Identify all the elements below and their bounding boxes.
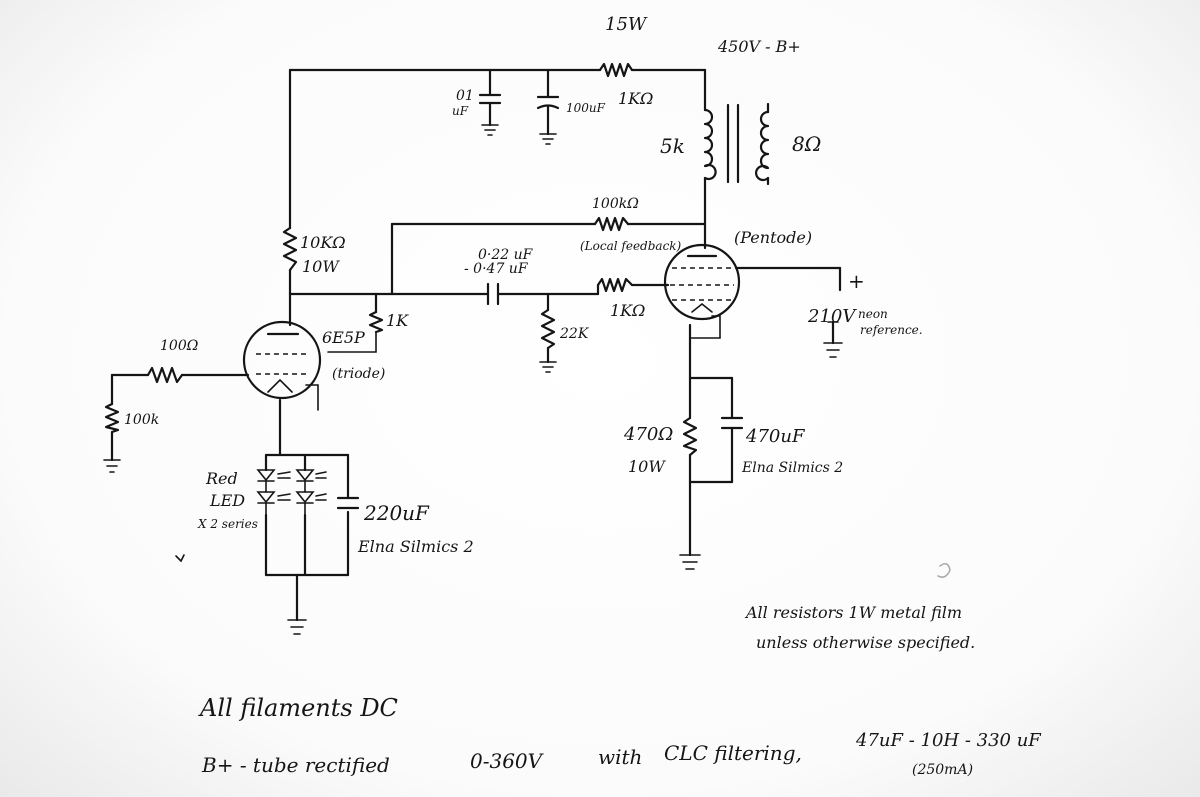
label-res-22k: 22K bbox=[559, 326, 590, 342]
resistor-100k-feedback bbox=[593, 216, 630, 232]
label-bplus-voltage: 450V - B+ bbox=[717, 37, 801, 56]
label-plus-sign: + bbox=[848, 269, 865, 293]
label-led-led: LED bbox=[209, 491, 245, 510]
label-tube-6e5p: 6E5P bbox=[322, 328, 365, 347]
label-res-100-input: 100Ω bbox=[160, 338, 199, 354]
capacitor-100uf bbox=[536, 95, 560, 145]
label-res-470: 470Ω bbox=[623, 424, 673, 445]
label-res-100k-input: 100k bbox=[124, 412, 159, 428]
label-cap-100uf: 100uF bbox=[566, 101, 606, 115]
resistor-10k bbox=[282, 226, 298, 272]
capacitor-coupling bbox=[486, 282, 500, 306]
schematic-notes: All resistors 1W metal film unless other… bbox=[198, 603, 1042, 778]
label-cap-047: - 0·47 uF bbox=[464, 261, 529, 277]
label-cap-01: 01 bbox=[456, 88, 474, 104]
label-res-10k-watt: 10W bbox=[302, 257, 340, 276]
resistor-470 bbox=[682, 416, 698, 457]
label-triode: (triode) bbox=[332, 366, 385, 382]
note-resistors-line1: All resistors 1W metal film bbox=[744, 603, 962, 622]
capacitor-01uf bbox=[478, 93, 502, 136]
capacitor-220uf bbox=[336, 496, 360, 510]
note-bplus-range: 0-360V bbox=[470, 749, 545, 773]
resistor-1k-small bbox=[368, 310, 384, 334]
label-res-1k-top: 1KΩ bbox=[618, 89, 653, 108]
label-res-10k: 10KΩ bbox=[300, 233, 346, 252]
note-bplus-with: with bbox=[598, 745, 642, 769]
ground-symbols bbox=[103, 321, 843, 635]
resistor-100k-input bbox=[104, 402, 120, 434]
component-labels: 15W 450V - B+ 01 uF 100uF 1KΩ 5k 8Ω 100k… bbox=[124, 14, 923, 556]
resistor-22k bbox=[540, 308, 556, 350]
stray-marks bbox=[175, 554, 951, 578]
label-local-feedback: (Local feedback) bbox=[580, 239, 682, 253]
label-ref-voltage: 210V bbox=[807, 306, 857, 327]
label-ref-reference: reference. bbox=[860, 323, 923, 337]
pentode-tube bbox=[663, 243, 741, 339]
label-led-series: X 2 series bbox=[197, 517, 258, 531]
label-secondary-8: 8Ω bbox=[792, 132, 821, 156]
label-ref-neon: neon bbox=[858, 307, 888, 321]
note-resistors-line2: unless otherwise specified. bbox=[756, 633, 975, 652]
label-primary-5k: 5k bbox=[660, 134, 685, 158]
label-power-rating: 15W bbox=[605, 14, 648, 35]
resistor-1k-grid bbox=[596, 277, 634, 293]
note-bplus-values: 47uF - 10H - 330 uF bbox=[855, 730, 1042, 751]
label-cap-022: 0·22 uF bbox=[478, 247, 534, 263]
resistor-100-input bbox=[146, 366, 184, 384]
circuit-wires bbox=[110, 68, 842, 622]
note-bplus-rectified: B+ - tube rectified bbox=[201, 753, 390, 777]
triode-tube bbox=[242, 320, 322, 411]
label-res-1k-grid: 1KΩ bbox=[610, 301, 645, 320]
resistor-1k-top bbox=[598, 62, 634, 78]
red-led-stack bbox=[256, 469, 327, 516]
label-cap-220uf-brand: Elna Silmics 2 bbox=[357, 537, 474, 556]
label-cap-220uf: 220uF bbox=[363, 501, 430, 525]
note-bplus-clc: CLC filtering, bbox=[664, 741, 802, 765]
note-bplus-current: (250mA) bbox=[912, 762, 973, 778]
label-cap-01-unit: uF bbox=[452, 104, 469, 118]
output-transformer bbox=[703, 102, 770, 186]
label-res-100k-feedback: 100kΩ bbox=[592, 196, 639, 212]
label-led-red: Red bbox=[205, 469, 238, 488]
label-cap-470uf: 470uF bbox=[745, 426, 806, 447]
label-cap-470uf-brand: Elna Silmics 2 bbox=[741, 460, 843, 476]
capacitor-470uf bbox=[720, 416, 744, 430]
note-filaments: All filaments DC bbox=[198, 694, 398, 722]
label-res-1k-small: 1K bbox=[386, 311, 409, 330]
label-pentode: (Pentode) bbox=[734, 228, 812, 247]
label-res-470-watt: 10W bbox=[628, 457, 666, 476]
